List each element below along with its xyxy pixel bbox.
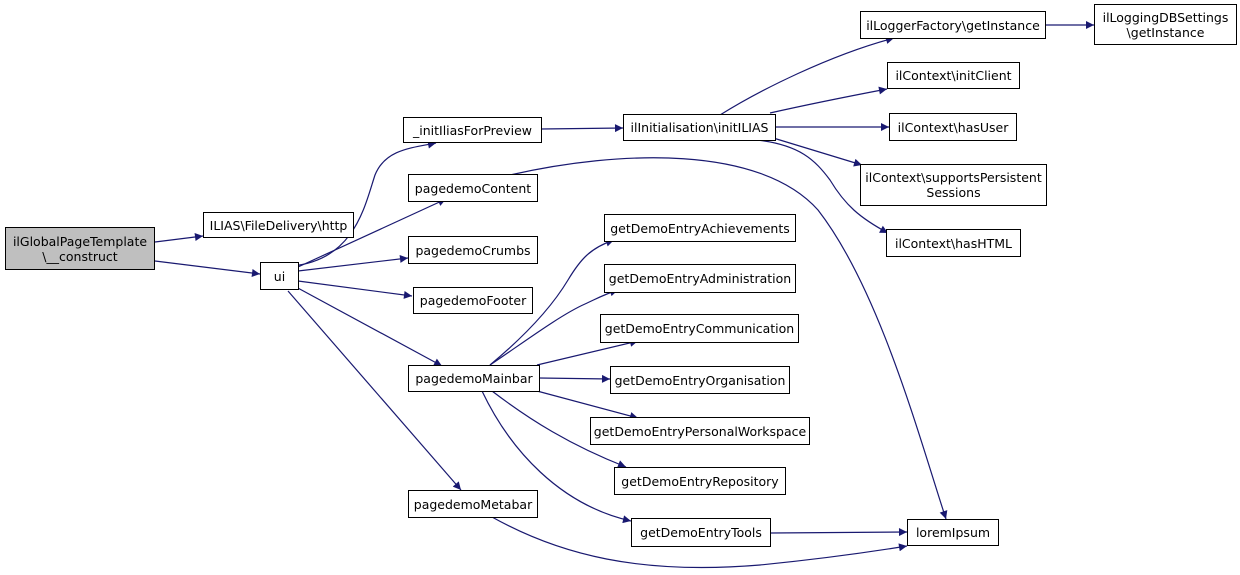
node-initiliasforpreview-label: _initIliasForPreview bbox=[412, 122, 532, 138]
node-hasuser-label: ilContext\hasUser bbox=[897, 119, 1009, 135]
edge-ui-to-pagedemomainbar bbox=[295, 286, 443, 367]
node-loremipsum-label: loremIpsum bbox=[915, 525, 991, 540]
node-getdemoentryrepository[interactable]: getDemoEntryRepository bbox=[614, 467, 786, 495]
node-administration-label: getDemoEntryAdministration bbox=[608, 271, 792, 286]
node-ilcontext-supportspersistentsessions[interactable]: ilContext\supportsPersistent Sessions bbox=[860, 164, 1047, 206]
node-hashtml-label: ilContext\hasHTML bbox=[894, 235, 1012, 251]
node-ilcontext-hasuser[interactable]: ilContext\hasUser bbox=[889, 113, 1017, 141]
edge-pagedemocontent-to-loremipsum bbox=[509, 157, 948, 520]
edge-tools-to-loremipsum bbox=[770, 528, 908, 537]
edge-mainbar-to-communication bbox=[536, 338, 639, 366]
edge-ui-to-pagedemofooter bbox=[297, 280, 413, 299]
node-root-line2: \__construct bbox=[42, 248, 118, 264]
edge-ui-to-pagedemometabar bbox=[287, 290, 462, 491]
node-getdemoentrycommunication[interactable]: getDemoEntryCommunication bbox=[600, 314, 799, 343]
node-ui-label: ui bbox=[273, 268, 286, 284]
node-pagedemofooter-label: pagedemoFooter bbox=[419, 293, 527, 308]
node-persistent-line2: Sessions bbox=[926, 185, 981, 200]
node-loremipsum[interactable]: loremIpsum bbox=[907, 519, 999, 546]
node-root-line1: ilGlobalPageTemplate bbox=[12, 233, 148, 249]
node-pagedemometabar-label: pagedemoMetabar bbox=[413, 496, 533, 512]
node-ui[interactable]: ui bbox=[260, 262, 299, 290]
edge-initialisation-to-loggerfactory bbox=[719, 36, 895, 116]
node-pagedemocrumbs-label: pagedemoCrumbs bbox=[415, 242, 531, 258]
node-pagedemocontent[interactable]: pagedemoContent bbox=[408, 174, 538, 202]
node-getdemoentryachievements[interactable]: getDemoEntryAchievements bbox=[604, 214, 796, 242]
node-initialisation-label: ilInitialisation\initILIAS bbox=[630, 120, 769, 135]
node-filedelivery-label: ILIAS\FileDelivery\http bbox=[209, 217, 348, 233]
node-organisation-label: getDemoEntryOrganisation bbox=[614, 372, 786, 388]
node-loggingdb-line2: \getInstance bbox=[1126, 24, 1205, 40]
node-tools-label: getDemoEntryTools bbox=[640, 525, 762, 540]
edge-mainbar-to-achievements bbox=[489, 238, 615, 366]
node-ilglobalpagetemplate-construct: ilGlobalPageTemplate \__construct bbox=[5, 227, 155, 270]
node-getdemoentryorganisation[interactable]: getDemoEntryOrganisation bbox=[610, 366, 790, 394]
node-repository-label: getDemoEntryRepository bbox=[621, 473, 779, 489]
node-illoggingdbsettings-getinstance[interactable]: ilLoggingDBSettings \getInstance bbox=[1094, 4, 1237, 45]
edge-initialisation-to-initclient bbox=[769, 86, 888, 114]
node-pagedemocontent-label: pagedemoContent bbox=[414, 180, 532, 196]
node-illoggerfactory-getinstance[interactable]: ilLoggerFactory\getInstance bbox=[860, 11, 1046, 39]
node-initclient-label: ilContext\initClient bbox=[895, 68, 1012, 83]
node-persistent-line1: ilContext\supportsPersistent bbox=[865, 170, 1042, 185]
edge-mainbar-to-administration bbox=[489, 288, 619, 366]
node-getdemoentrytools[interactable]: getDemoEntryTools bbox=[631, 518, 771, 547]
edge-mainbar-to-personal bbox=[536, 390, 639, 420]
edge-metabar-to-loremipsum bbox=[491, 516, 908, 569]
node-pagedemomainbar[interactable]: pagedemoMainbar bbox=[408, 365, 540, 392]
node-getdemoentrypersonalworkspace[interactable]: getDemoEntryPersonalWorkspace bbox=[590, 417, 810, 445]
edge-root-to-filedelivery bbox=[154, 233, 204, 243]
edge-initialisation-to-persistent bbox=[769, 136, 863, 167]
node-achievements-label: getDemoEntryAchievements bbox=[610, 220, 790, 236]
edge-mainbar-to-organisation bbox=[538, 374, 611, 383]
edge-ui-to-pagedemocrumbs bbox=[297, 254, 409, 272]
node-communication-label: getDemoEntryCommunication bbox=[604, 321, 795, 336]
node-ilcontext-hashtml[interactable]: ilContext\hasHTML bbox=[886, 229, 1021, 257]
node-loggingdb-line1: ilLoggingDBSettings bbox=[1102, 9, 1229, 25]
node-pagedemometabar[interactable]: pagedemoMetabar bbox=[408, 490, 538, 518]
node-pagedemocrumbs[interactable]: pagedemoCrumbs bbox=[408, 236, 538, 264]
node-getdemoentryadministration[interactable]: getDemoEntryAdministration bbox=[604, 264, 796, 293]
node-initiliasforpreview[interactable]: _initIliasForPreview bbox=[403, 117, 542, 143]
node-loggerfactory-label: ilLoggerFactory\getInstance bbox=[866, 17, 1040, 33]
edge-initialisation-to-hashtml bbox=[756, 139, 889, 234]
node-pagedemomainbar-label: pagedemoMainbar bbox=[415, 371, 533, 386]
node-filedelivery-http[interactable]: ILIAS\FileDelivery\http bbox=[203, 212, 354, 238]
edge-mainbar-to-repository bbox=[491, 390, 627, 468]
node-ilinitialisation-initilias[interactable]: ilInitialisation\initILIAS bbox=[623, 114, 776, 141]
edge-initilias-preview-to-initialisation bbox=[540, 124, 624, 133]
edge-root-to-ui bbox=[154, 260, 261, 277]
node-personal-label: getDemoEntryPersonalWorkspace bbox=[593, 423, 807, 439]
node-pagedemofooter[interactable]: pagedemoFooter bbox=[413, 287, 533, 314]
node-ilcontext-initclient[interactable]: ilContext\initClient bbox=[887, 62, 1020, 89]
edge-ui-to-pagedemocontent bbox=[297, 198, 447, 268]
edge-ui-to-initilias-preview bbox=[291, 140, 437, 267]
edge-mainbar-to-tools bbox=[481, 390, 632, 524]
